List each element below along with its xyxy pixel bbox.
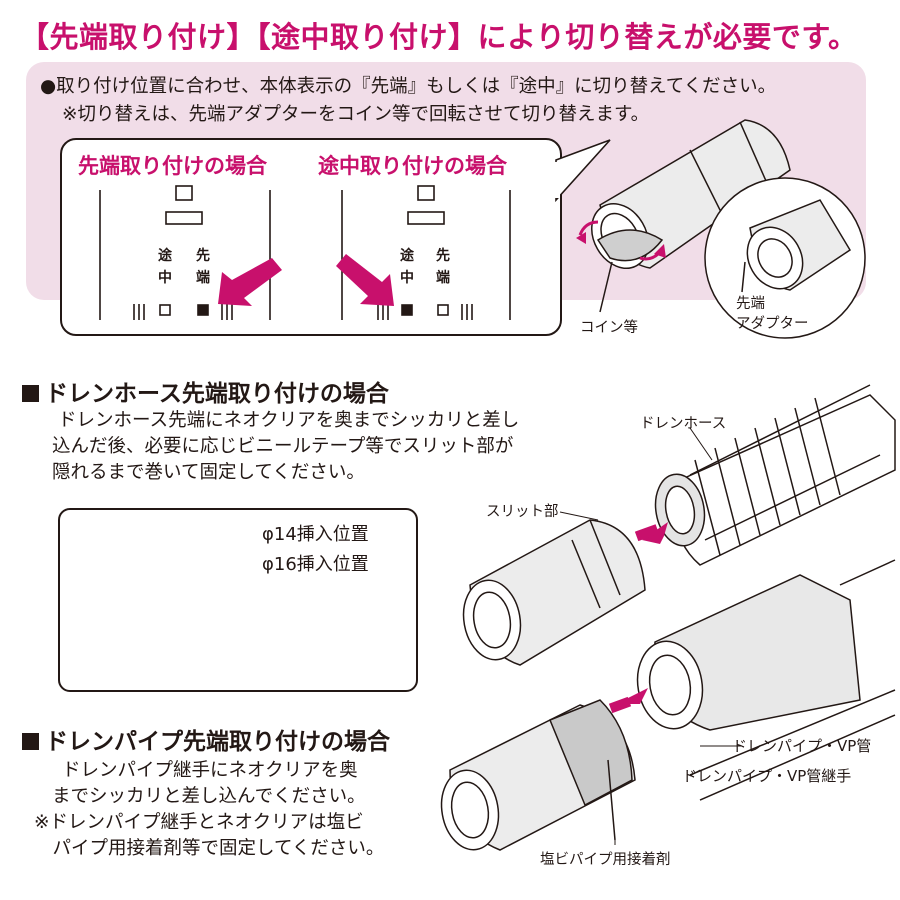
pipe-label: ドレンパイプ・VP管 xyxy=(732,737,872,755)
switch-comparison-box xyxy=(60,138,562,336)
slit-label: スリット部 xyxy=(486,504,559,520)
tip-switch-diagram xyxy=(99,185,271,320)
page-title: 【先端取り付け】【途中取り付け】により切り替えが必要です。 xyxy=(20,20,858,54)
adapter-label: 先端 アダプター xyxy=(736,296,809,332)
switch-label-tip-right: 先端 xyxy=(436,248,450,286)
dim16-label: φ16挿入位置 xyxy=(262,554,369,575)
hose-instructions: ドレンホース先端にネオクリアを奥までシッカリと差し 込んだ後、必要に応じビニール… xyxy=(52,410,520,483)
mid-case-label: 途中取り付けの場合 xyxy=(318,154,507,178)
pipe-instructions: ドレンパイプ継手にネオクリアを奥 までシッカリと差し込んでください。 ※ドレンパ… xyxy=(34,760,385,859)
tip-case-label: 先端取り付けの場合 xyxy=(78,154,267,178)
adapter-detail-illustration xyxy=(704,177,866,339)
product-coin-illustration xyxy=(576,119,791,313)
dimension-box xyxy=(58,508,418,692)
glue-label: 塩ビパイプ用接着剤 xyxy=(540,852,671,868)
joint-label: ドレンパイプ・VP管継手 xyxy=(682,767,852,785)
square-bullet-icon xyxy=(22,385,39,402)
drain-hose-illustration xyxy=(654,384,896,566)
hose-label: ドレンホース xyxy=(640,416,727,432)
coin-label: コイン等 xyxy=(580,320,638,336)
arrow-icon xyxy=(218,258,282,306)
dim14-label: φ14挿入位置 xyxy=(262,524,369,545)
hose-section-heading: ドレンホース先端取り付けの場合 xyxy=(22,374,389,408)
product-hose-illustration xyxy=(462,519,646,666)
product-pipe-illustration xyxy=(440,699,636,851)
square-bullet-icon xyxy=(22,733,39,750)
pipe-section-heading: ドレンパイプ先端取り付けの場合 xyxy=(22,722,390,756)
drain-pipe-illustration xyxy=(636,559,896,801)
instruction-note: ●取り付け位置に合わせ、本体表示の『先端』もしくは『途中』に切り替えてください。 xyxy=(40,76,777,97)
switch-label-mid-left: 途中 xyxy=(158,248,172,286)
mid-switch-diagram xyxy=(341,185,511,320)
switch-note: ※切り替えは、先端アダプターをコイン等で回転させて切り替えます。 xyxy=(62,104,650,125)
arrow-icon xyxy=(336,254,394,306)
switch-label-tip-left: 先端 xyxy=(196,248,210,286)
switch-label-mid-right: 途中 xyxy=(400,248,414,286)
callout-pointer xyxy=(555,139,611,203)
